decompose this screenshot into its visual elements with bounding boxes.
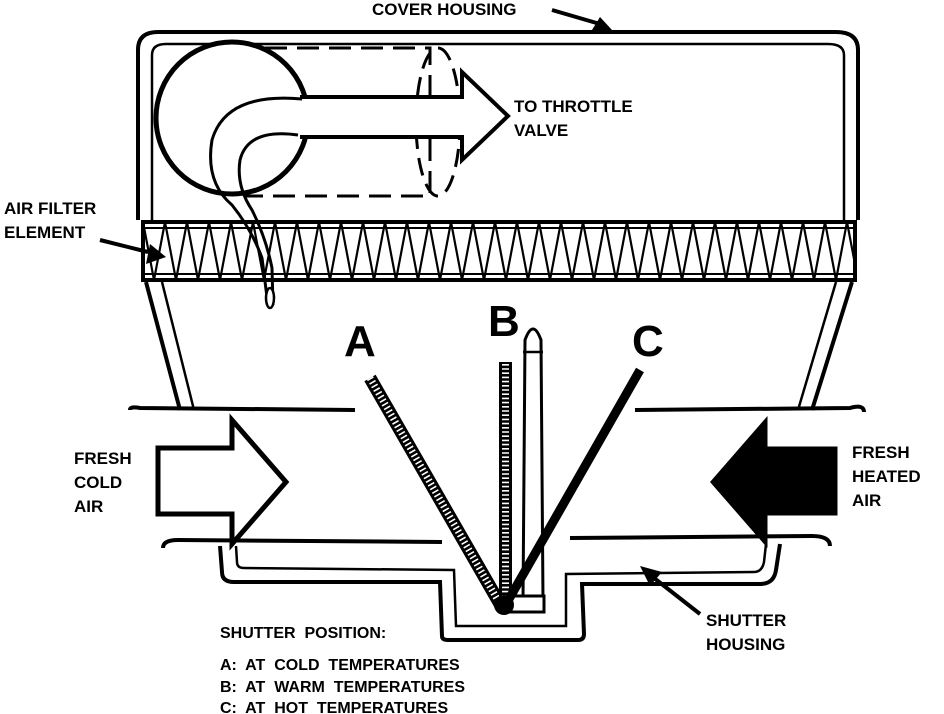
thermostat-sensor bbox=[508, 327, 546, 614]
shutter-a-label: A bbox=[344, 317, 376, 366]
to-throttle-valve-label: TO THROTTLE VALVE bbox=[514, 97, 637, 140]
cover-housing-label: COVER HOUSING bbox=[372, 0, 517, 19]
legend-item-a: A: AT COLD TEMPERATURES bbox=[220, 657, 460, 674]
fresh-cold-air-label: FRESH COLD AIR bbox=[74, 449, 136, 516]
air-filter-element-label: AIR FILTER ELEMENT bbox=[4, 199, 101, 242]
cover-housing bbox=[136, 30, 860, 220]
housing-walls bbox=[144, 281, 854, 411]
legend-title: SHUTTER POSITION: bbox=[220, 625, 386, 642]
shutter-b-label: B bbox=[488, 297, 520, 346]
snorkel-duct bbox=[128, 404, 866, 549]
shutter-position-b bbox=[499, 362, 512, 604]
shutter-position-legend: SHUTTER POSITION: A: AT COLD TEMPERATURE… bbox=[220, 625, 465, 714]
legend-item-c: C: AT HOT TEMPERATURES bbox=[220, 700, 448, 714]
air-filter-arrow bbox=[99, 238, 166, 264]
shutter-c-label: C bbox=[632, 317, 664, 366]
shutter-housing-label: SHUTTER HOUSING bbox=[706, 611, 791, 654]
fresh-heated-air-label: FRESH HEATED AIR bbox=[852, 443, 925, 510]
fresh-heated-air-arrow bbox=[710, 415, 838, 549]
air-filter-element bbox=[141, 220, 857, 282]
legend-item-b: B: AT WARM TEMPERATURES bbox=[220, 679, 465, 696]
shutter-position-a bbox=[364, 374, 506, 608]
shutter-position-c bbox=[501, 367, 644, 609]
shutter-housing bbox=[218, 543, 782, 642]
fresh-cold-air-arrow bbox=[155, 413, 290, 551]
shutter-pivot bbox=[494, 595, 514, 615]
outlet-passage bbox=[153, 39, 511, 310]
cover-housing-arrow bbox=[551, 8, 612, 30]
shutter-housing-arrow bbox=[640, 566, 702, 616]
